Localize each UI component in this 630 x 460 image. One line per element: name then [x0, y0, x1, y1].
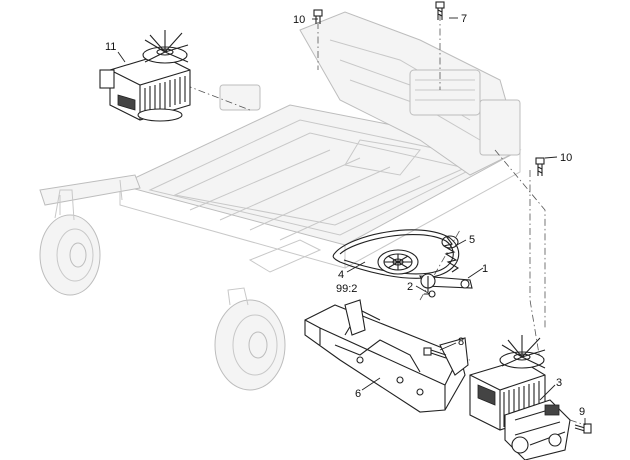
- callout-2: 2: [407, 281, 413, 293]
- callout-labels: 10 7 11 10 5 1 4 99:2 2 8 6 3 9: [105, 13, 585, 418]
- idler-arm-1: [419, 273, 473, 298]
- callout-11: 11: [105, 41, 116, 53]
- callout-5: 5: [469, 234, 475, 246]
- callout-6: 6: [355, 388, 361, 400]
- callout-10-top: 10: [293, 14, 305, 26]
- callout-7: 7: [461, 13, 467, 25]
- idler-pulley-2: [377, 249, 419, 275]
- ghosted-front-caster-left: [39, 189, 101, 296]
- hydro-motor-left: [99, 30, 191, 122]
- callout-9: 9: [579, 406, 585, 418]
- callout-1: 1: [482, 263, 488, 275]
- ghosted-front-caster-right: [214, 287, 286, 391]
- bolt-10-top: [313, 9, 323, 24]
- ghosted-mower-frame: [39, 11, 522, 273]
- cooling-fan-icon: [501, 335, 546, 369]
- callout-4-note: 99:2: [336, 283, 357, 295]
- leader-lines: [117, 17, 586, 425]
- bolt-10-right: [535, 157, 545, 176]
- callout-4: 4: [338, 269, 344, 281]
- bolt-9: [574, 423, 592, 434]
- cooling-fan-icon: [144, 30, 189, 63]
- callout-10-right: 10: [560, 152, 572, 164]
- callout-3: 3: [556, 377, 562, 389]
- spring-5: [441, 235, 460, 273]
- callout-8: 8: [458, 336, 464, 348]
- bolt-7: [435, 1, 445, 20]
- hydro-motor-right: [469, 335, 571, 460]
- mounting-bracket-6: [304, 299, 469, 413]
- bolt-8: [423, 347, 447, 359]
